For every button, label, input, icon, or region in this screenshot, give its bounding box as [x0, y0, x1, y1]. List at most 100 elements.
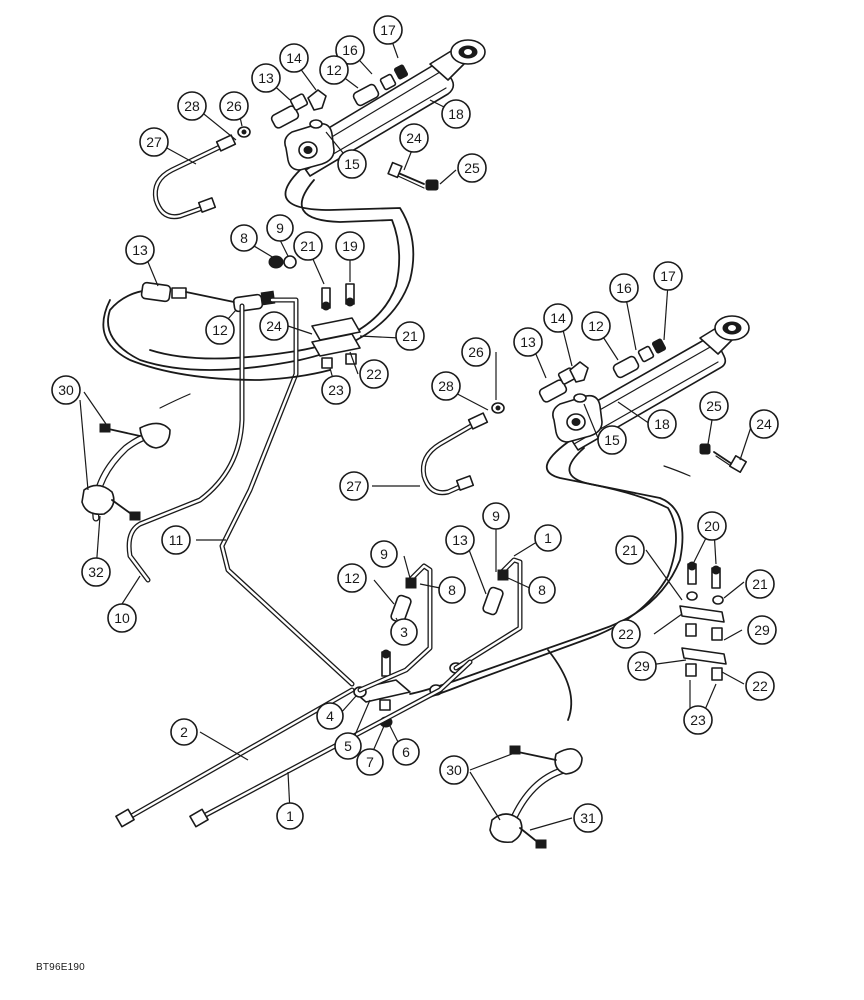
- svg-text:7: 7: [366, 754, 374, 770]
- svg-text:22: 22: [752, 678, 768, 694]
- svg-text:13: 13: [132, 242, 148, 258]
- svg-text:17: 17: [380, 22, 396, 38]
- callout-bubble-21b: 21: [395, 321, 425, 351]
- svg-text:10: 10: [114, 610, 130, 626]
- svg-text:6: 6: [402, 744, 410, 760]
- upper-bolt-24: [387, 161, 439, 191]
- svg-text:21: 21: [752, 576, 768, 592]
- svg-text:28: 28: [438, 378, 454, 394]
- svg-text:28: 28: [184, 98, 200, 114]
- callout-bubble-28b: 28: [431, 371, 461, 401]
- callout-bubble-19: 19: [335, 231, 365, 261]
- svg-text:30: 30: [58, 382, 74, 398]
- svg-text:9: 9: [380, 546, 388, 562]
- callout-bubble-12d: 12: [337, 563, 367, 593]
- svg-text:9: 9: [492, 508, 500, 524]
- callout-bubble-12: 12: [319, 55, 349, 85]
- callout-bubble-16: 16: [335, 35, 365, 65]
- svg-text:17: 17: [660, 268, 676, 284]
- svg-text:4: 4: [326, 708, 334, 724]
- right-cylinder: [552, 315, 750, 451]
- callout-bubble-25b: 25: [699, 391, 729, 421]
- callout-bubble-20: 20: [697, 511, 727, 541]
- svg-text:8: 8: [538, 582, 546, 598]
- right-clamp-30-31: [489, 745, 583, 849]
- callout-bubble-6: 6: [392, 738, 420, 766]
- upper-left-fittings: [140, 281, 276, 313]
- svg-text:16: 16: [342, 42, 358, 58]
- svg-text:16: 16: [616, 280, 632, 296]
- callout-bubble-18: 18: [441, 99, 471, 129]
- svg-text:24: 24: [406, 130, 422, 146]
- callout-bubble-4: 4: [316, 702, 344, 730]
- callout-bubble-9c: 9: [370, 540, 398, 568]
- svg-text:13: 13: [520, 334, 536, 350]
- callout-bubble-24c: 24: [749, 409, 779, 439]
- callout-bubble-21d: 21: [745, 569, 775, 599]
- callout-bubble-15: 15: [337, 149, 367, 179]
- svg-text:21: 21: [402, 328, 418, 344]
- callout-bubble-27: 27: [139, 127, 169, 157]
- svg-text:8: 8: [448, 582, 456, 598]
- svg-text:27: 27: [146, 134, 162, 150]
- svg-text:1: 1: [286, 808, 294, 824]
- svg-text:24: 24: [266, 318, 282, 334]
- callout-bubble-8b: 8: [528, 576, 556, 604]
- callout-bubble-24: 24: [399, 123, 429, 153]
- svg-text:30: 30: [446, 762, 462, 778]
- center-tubes: [357, 557, 523, 693]
- svg-text:32: 32: [88, 564, 104, 580]
- callout-bubble-9b: 9: [482, 502, 510, 530]
- tube-2: [115, 687, 355, 828]
- callout-bubble-22c: 22: [745, 671, 775, 701]
- svg-text:23: 23: [328, 382, 344, 398]
- svg-text:24: 24: [756, 416, 772, 432]
- right-fittings: [491, 338, 667, 414]
- callout-bubble-15b: 15: [597, 425, 627, 455]
- svg-text:29: 29: [754, 622, 770, 638]
- hose-27-upper: [152, 134, 237, 220]
- callout-bubble-13b: 13: [125, 235, 155, 265]
- callout-bubble-18b: 18: [647, 409, 677, 439]
- svg-text:31: 31: [580, 810, 596, 826]
- svg-text:12: 12: [344, 570, 360, 586]
- callout-bubble-9: 9: [266, 214, 294, 242]
- callout-bubble-22b: 22: [611, 619, 641, 649]
- svg-text:21: 21: [622, 542, 638, 558]
- upper-nut-8: [268, 255, 297, 269]
- callout-bubble-8: 8: [230, 224, 258, 252]
- callout-bubble-10: 10: [107, 603, 137, 633]
- callout-bubble-2: 2: [170, 718, 198, 746]
- callout-bubble-12c: 12: [581, 311, 611, 341]
- callout-bubble-23b: 23: [683, 705, 713, 735]
- figure-code: BT96E190: [36, 962, 85, 973]
- svg-text:2: 2: [180, 724, 188, 740]
- callout-bubble-23: 23: [321, 375, 351, 405]
- upper-clamp-assembly: [311, 283, 361, 369]
- svg-text:5: 5: [344, 738, 352, 754]
- callout-leaders: [79, 29, 753, 831]
- callout-bubble-29: 29: [747, 615, 777, 645]
- svg-text:21: 21: [300, 238, 316, 254]
- svg-text:12: 12: [326, 62, 342, 78]
- svg-text:3: 3: [400, 624, 408, 640]
- callout-bubble-26b: 26: [461, 337, 491, 367]
- callout-bubble-32: 32: [81, 557, 111, 587]
- callout-bubble-13c: 13: [513, 327, 543, 357]
- left-guide-curve: [102, 299, 331, 409]
- callout-bubble-31: 31: [573, 803, 603, 833]
- svg-text:19: 19: [342, 238, 358, 254]
- callout-bubble-29b: 29: [627, 651, 657, 681]
- callout-bubble-27b: 27: [339, 471, 369, 501]
- svg-text:9: 9: [276, 220, 284, 236]
- upper-long-hoses: [107, 169, 415, 371]
- tube-10: [126, 303, 245, 583]
- callout-bubble-30b: 30: [439, 755, 469, 785]
- svg-text:11: 11: [169, 532, 184, 548]
- svg-text:15: 15: [604, 432, 620, 448]
- callout-bubble-26: 26: [219, 91, 249, 121]
- lower-guide-curve: [547, 649, 573, 721]
- callout-bubble-1b: 1: [276, 802, 304, 830]
